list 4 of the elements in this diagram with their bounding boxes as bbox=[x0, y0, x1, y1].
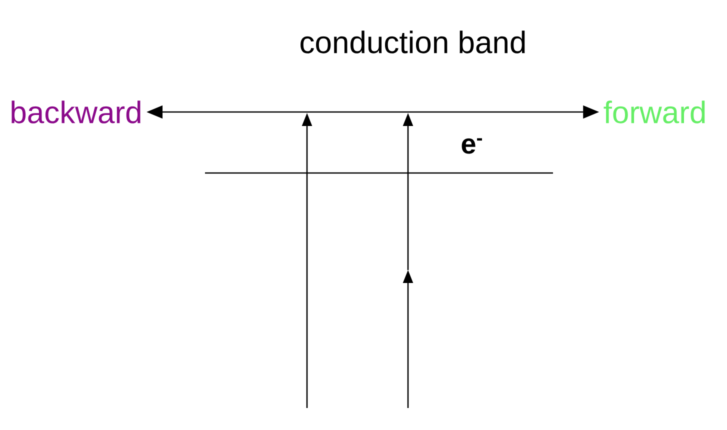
electron-label: e$^{-}$ bbox=[462, 138, 482, 154]
title: conduction band bbox=[300, 30, 525, 54]
direction-label: backward bbox=[12, 100, 140, 124]
direction-label: forward bbox=[604, 100, 705, 124]
